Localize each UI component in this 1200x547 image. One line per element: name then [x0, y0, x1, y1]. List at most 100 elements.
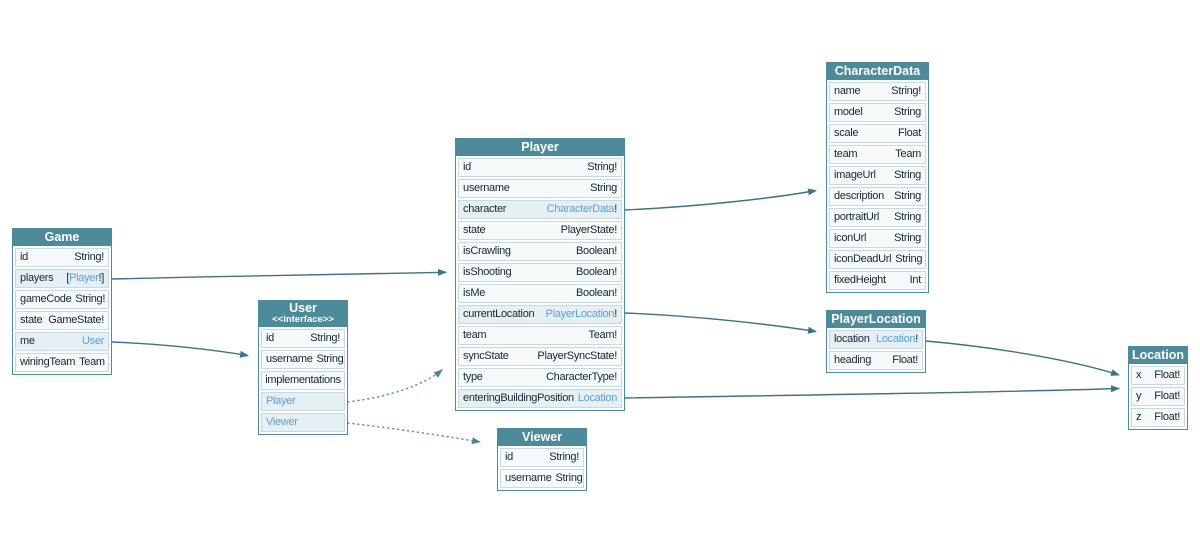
type-link[interactable]: Player [266, 395, 296, 407]
edge-game-me-to-user [111, 341, 249, 358]
field-name: character [463, 203, 507, 215]
field-name: id [20, 251, 28, 263]
field-row-character[interactable]: character CharacterData! [458, 200, 622, 219]
type-text: CharacterType! [545, 371, 617, 383]
field-row-model[interactable]: model String [829, 103, 926, 122]
field-name: x [1136, 369, 1142, 381]
field-row-username[interactable]: username String [261, 350, 345, 369]
type-text: Float! [1154, 411, 1180, 423]
field-name: scale [834, 127, 859, 139]
field-row-z[interactable]: z Float! [1131, 408, 1185, 427]
type-link[interactable]: Viewer [266, 416, 298, 428]
field-row-fixedheight[interactable]: fixedHeight Int [829, 271, 926, 290]
type-text: String! [75, 293, 106, 305]
table-title-playerlocation[interactable]: PlayerLocation [827, 311, 925, 328]
field-type: String [894, 168, 921, 183]
field-row-winingteam[interactable]: winingTeam Team [15, 353, 109, 372]
type-link[interactable]: CharacterData [546, 203, 615, 215]
field-type: User [82, 334, 104, 349]
type-text: Team [79, 356, 105, 368]
field-type: Location [577, 391, 618, 406]
field-type: Team! [588, 328, 618, 343]
field-type: String [317, 352, 344, 367]
field-row-heading[interactable]: heading Float! [829, 351, 923, 370]
type-text: Boolean! [575, 287, 617, 299]
type-text: String [555, 472, 583, 484]
field-row-team[interactable]: team Team! [458, 326, 622, 345]
implementation-row-player[interactable]: Player [261, 392, 345, 411]
field-row-me[interactable]: me User [15, 332, 109, 351]
type-table-playerlocation: PlayerLocation location Location! headin… [826, 310, 926, 373]
field-name: syncState [463, 350, 509, 362]
field-row-username[interactable]: username String [500, 469, 584, 488]
type-text: Float! [1154, 369, 1180, 381]
field-row-type[interactable]: type CharacterType! [458, 368, 622, 387]
field-type: Boolean! [576, 265, 617, 280]
field-type: Boolean! [576, 286, 617, 301]
table-title-player[interactable]: Player [456, 139, 624, 156]
type-text: ! [614, 308, 617, 320]
edge-player-currentlocation-to-playerlocation [624, 312, 817, 334]
field-name: winingTeam [20, 356, 76, 368]
type-text: Team [895, 148, 921, 160]
field-row-state[interactable]: state PlayerState! [458, 221, 622, 240]
field-type: String [556, 471, 583, 486]
field-row-currentlocation[interactable]: currentLocation PlayerLocation! [458, 305, 622, 324]
table-title-characterdata[interactable]: CharacterData [827, 63, 928, 80]
field-name: imageUrl [834, 169, 876, 181]
field-row-icondeadurl[interactable]: iconDeadUrl String [829, 250, 926, 269]
type-text: Boolean! [575, 245, 617, 257]
edge-player-enteringbuildingposition-to-location [624, 385, 1120, 399]
type-link[interactable]: PlayerLocation [545, 308, 615, 320]
field-row-enteringbuildingposition[interactable]: enteringBuildingPosition Location [458, 389, 622, 408]
field-row-location[interactable]: location Location! [829, 330, 923, 349]
field-name: gameCode [20, 293, 72, 305]
field-name: isShooting [463, 266, 512, 278]
field-type: String! [549, 450, 579, 465]
edge-player-character-to-characterdata [624, 188, 817, 211]
type-link[interactable]: Location [876, 333, 916, 345]
field-row-id[interactable]: id String! [458, 158, 622, 177]
field-row-name[interactable]: name String! [829, 82, 926, 101]
field-row-scale[interactable]: scale Float [829, 124, 926, 143]
field-row-x[interactable]: x Float! [1131, 366, 1185, 385]
field-row-isme[interactable]: isMe Boolean! [458, 284, 622, 303]
field-row-gamecode[interactable]: gameCode String! [15, 290, 109, 309]
table-title-viewer[interactable]: Viewer [498, 429, 586, 446]
type-link[interactable]: Location [577, 392, 618, 404]
table-title-location[interactable]: Location [1129, 347, 1187, 364]
field-row-iscrawling[interactable]: isCrawling Boolean! [458, 242, 622, 261]
field-row-id[interactable]: id String! [500, 448, 584, 467]
field-row-y[interactable]: y Float! [1131, 387, 1185, 406]
field-row-players[interactable]: players [Player!] [15, 269, 109, 288]
field-row-iconurl[interactable]: iconUrl String [829, 229, 926, 248]
field-name: id [266, 332, 274, 344]
type-text: String [894, 169, 921, 181]
interface-stereotype: <<interface>> [272, 314, 334, 325]
field-type: GameState! [48, 313, 104, 328]
field-name: y [1136, 390, 1142, 402]
type-text: String [894, 190, 921, 202]
table-title-user[interactable]: User <<interface>> [259, 301, 347, 327]
field-type: String [894, 189, 921, 204]
type-text: Team! [588, 329, 618, 341]
field-row-isshooting[interactable]: isShooting Boolean! [458, 263, 622, 282]
implementation-row-viewer[interactable]: Viewer [261, 413, 345, 432]
type-link[interactable]: User [81, 335, 104, 347]
table-title-game[interactable]: Game [13, 229, 111, 246]
field-row-id[interactable]: id String! [261, 329, 345, 348]
field-row-team[interactable]: team Team [829, 145, 926, 164]
type-text: PlayerSyncState! [537, 350, 617, 362]
type-link[interactable]: Player [69, 272, 99, 284]
field-type: PlayerLocation! [545, 307, 618, 322]
field-row-imageurl[interactable]: imageUrl String [829, 166, 926, 185]
type-text: Float! [1154, 390, 1180, 402]
field-row-id[interactable]: id String! [15, 248, 109, 267]
type-table-user: User <<interface>> id String! username S… [258, 300, 348, 435]
field-row-description[interactable]: description String [829, 187, 926, 206]
field-row-syncstate[interactable]: syncState PlayerSyncState! [458, 347, 622, 366]
field-row-portraiturl[interactable]: portraitUrl String [829, 208, 926, 227]
field-row-username[interactable]: username String [458, 179, 622, 198]
field-row-state[interactable]: state GameState! [15, 311, 109, 330]
type-text: String [590, 182, 617, 194]
